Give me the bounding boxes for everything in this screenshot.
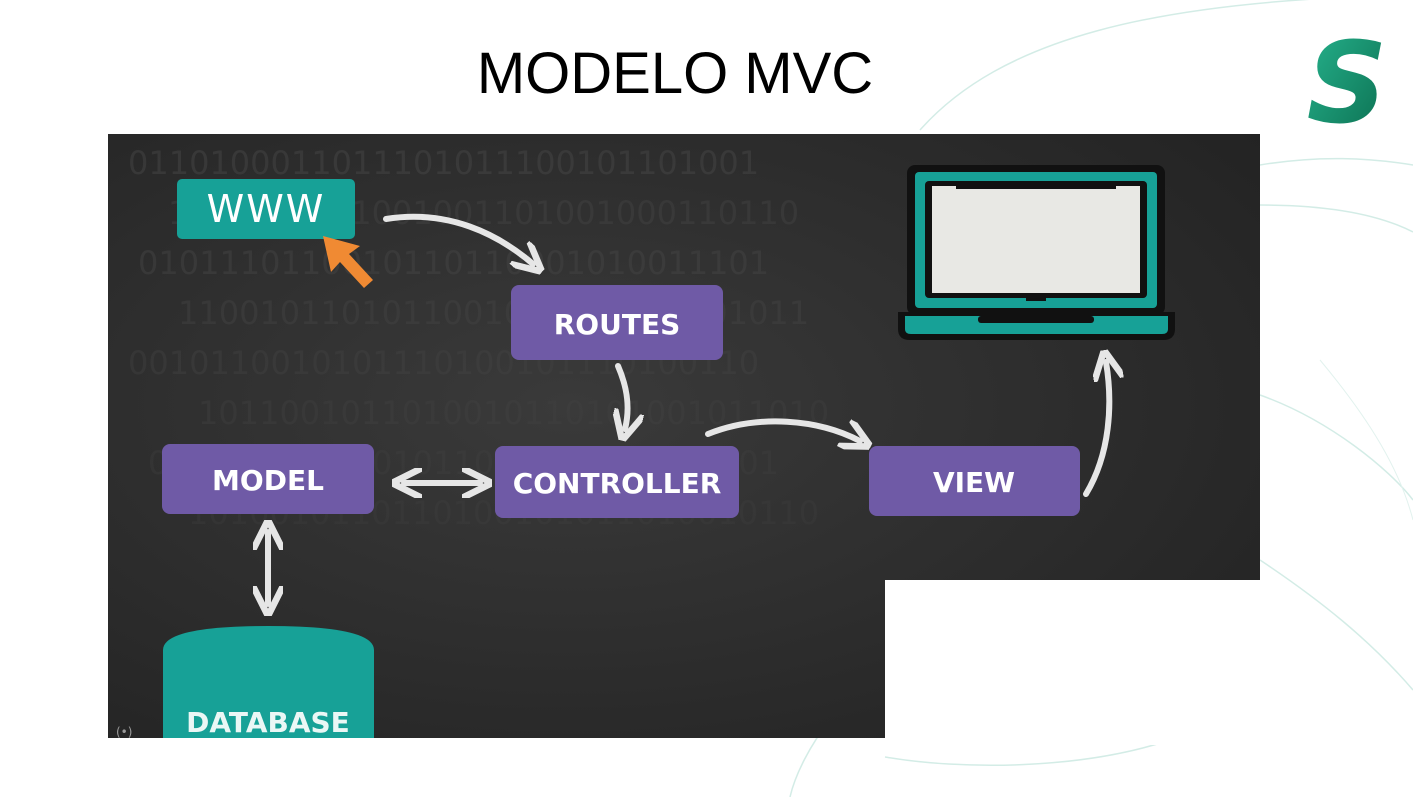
- slide-title: MODELO MVC: [476, 41, 874, 106]
- decor-curve: [919, 0, 1310, 131]
- arrow-view-to-laptop: [1083, 362, 1109, 497]
- controller-node: CONTROLLER: [495, 446, 739, 518]
- brand-logo: S: [1307, 30, 1388, 140]
- corner-mark: (•): [116, 725, 132, 738]
- logo-letter: S: [1307, 30, 1388, 140]
- arrow-routes-to-controller: [618, 363, 628, 429]
- decor-curve: [1319, 359, 1413, 521]
- view-label: VIEW: [933, 466, 1015, 499]
- decor-curve: [884, 739, 1171, 767]
- decor-curve: [1259, 204, 1413, 233]
- controller-label: CONTROLLER: [513, 467, 722, 500]
- model-node: MODEL: [162, 444, 374, 514]
- arrow-controller-to-view: [705, 418, 860, 441]
- decor-curve: [1259, 559, 1413, 691]
- decor-curve: [1259, 394, 1413, 501]
- binary-row: 0101110110010110110001010011101: [138, 244, 769, 282]
- www-node: WWW: [177, 179, 355, 239]
- decor-curve: [1259, 157, 1413, 166]
- routes-node: ROUTES: [511, 285, 723, 360]
- white-overlay-panel: [885, 580, 1265, 745]
- www-label: WWW: [207, 187, 326, 231]
- mvc-diagram: 0110100011011101011100101101001 10010111…: [108, 134, 1260, 738]
- model-label: MODEL: [212, 464, 324, 497]
- binary-row: 0110100011011101011100101101001: [128, 144, 759, 182]
- database-label: DATABASE: [186, 706, 350, 738]
- routes-label: ROUTES: [554, 308, 681, 341]
- database-node: DATABASE: [163, 626, 374, 738]
- cursor-icon: [323, 236, 373, 288]
- arrow-www-to-routes: [383, 213, 533, 264]
- view-node: VIEW: [869, 446, 1080, 516]
- laptop-icon: [898, 165, 1175, 340]
